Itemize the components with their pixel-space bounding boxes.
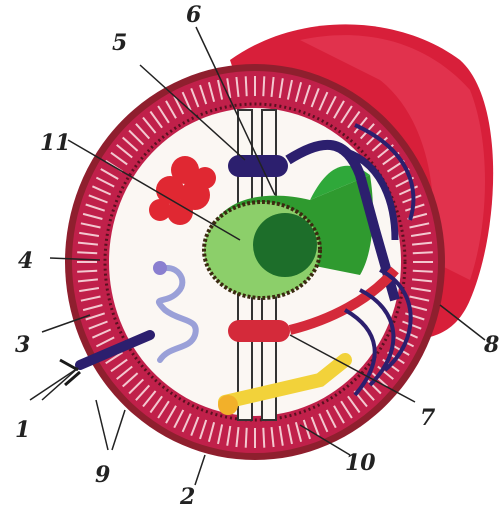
- intestine-lumen: [253, 213, 317, 277]
- label-6: 6: [186, 2, 201, 28]
- nephrostome: [153, 261, 167, 275]
- nerve-ganglion: [218, 395, 238, 415]
- ventral-vessel: [228, 320, 290, 342]
- label-2: 2: [179, 484, 195, 510]
- label-5: 5: [112, 30, 127, 56]
- muscle-striation: [77, 271, 97, 272]
- label-4: 4: [18, 248, 33, 274]
- label-10: 10: [345, 450, 376, 476]
- label-1: 1: [15, 417, 30, 443]
- label-3: 3: [15, 332, 30, 358]
- muscle-striation: [246, 76, 247, 96]
- label-9: 9: [95, 462, 110, 488]
- label-7: 7: [420, 405, 436, 431]
- label-8: 8: [483, 332, 499, 358]
- muscle-striation: [77, 252, 97, 253]
- muscle-striation: [263, 428, 264, 448]
- muscle-striation: [413, 271, 433, 272]
- label-11: 11: [40, 130, 71, 156]
- muscle-striation: [413, 252, 433, 253]
- muscle-striation: [263, 76, 264, 96]
- muscle-striation: [246, 428, 247, 448]
